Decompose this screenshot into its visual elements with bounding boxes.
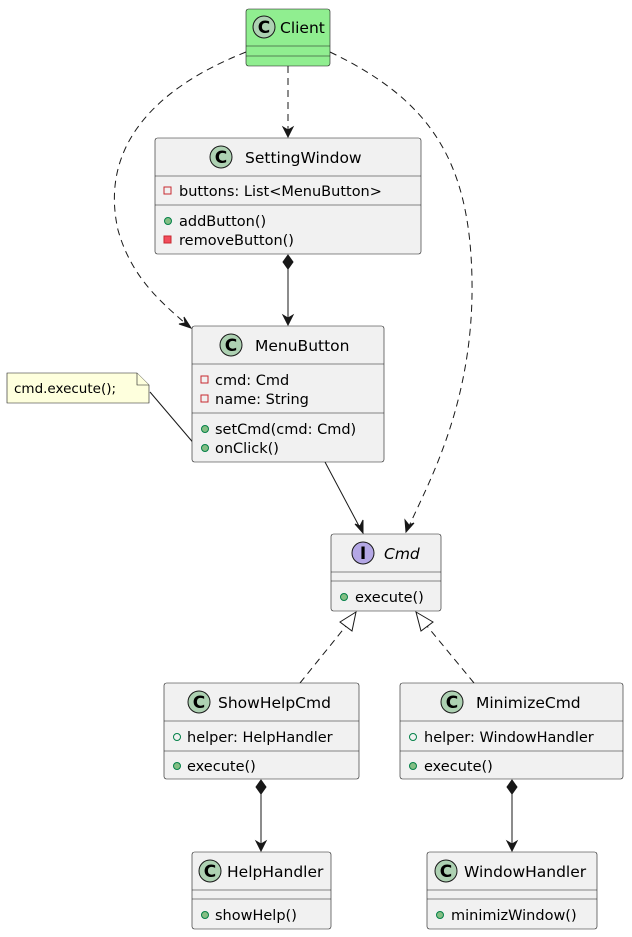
class-name: HelpHandler — [227, 863, 324, 881]
public-method-icon — [201, 425, 209, 433]
class-icon — [187, 690, 211, 714]
arrowhead-settingwindow — [281, 125, 295, 139]
class-icon-glyph: C — [204, 862, 216, 882]
public-method-icon — [436, 911, 444, 919]
interface-cmd: I Cmd execute() — [330, 533, 442, 612]
public-method-icon — [340, 593, 348, 601]
arrowhead-cmd-dep — [404, 518, 415, 534]
class-name: Cmd — [384, 545, 420, 563]
edge-minimizecmd-cmd — [426, 625, 475, 684]
interface-icon — [351, 541, 375, 565]
class-windowhandler: C WindowHandler minimizWindow() — [426, 851, 598, 930]
arrowhead-cmd-assoc — [354, 519, 364, 535]
method: execute() — [424, 759, 493, 775]
class-icon — [209, 145, 233, 169]
edges — [113, 51, 519, 853]
private-field-icon — [200, 375, 209, 384]
method: execute() — [187, 759, 256, 775]
arrowhead-menubutton — [281, 313, 295, 327]
public-field-icon — [173, 733, 181, 741]
field: helper: WindowHandler — [424, 730, 594, 746]
realization-triangle-right — [415, 610, 434, 632]
class-name: SettingWindow — [245, 149, 362, 167]
private-field-icon — [200, 394, 209, 403]
public-method-icon — [173, 762, 181, 770]
class-icon-glyph: C — [193, 693, 205, 713]
method: removeButton() — [179, 233, 294, 249]
edge-client-menubutton — [113, 51, 247, 325]
arrowhead-helphandler — [254, 839, 268, 853]
class-settingwindow: C SettingWindow buttons: List<MenuButton… — [154, 137, 422, 255]
method: showHelp() — [215, 908, 297, 924]
class-minimizecmd: C MinimizeCmd helper: WindowHandler exec… — [399, 682, 624, 780]
class-name: ShowHelpCmd — [218, 694, 331, 712]
edge-client-cmd — [329, 51, 473, 525]
method: addButton() — [179, 214, 266, 230]
class-icon-glyph: C — [446, 693, 458, 713]
note-fold — [136, 373, 149, 386]
class-icon — [252, 15, 276, 39]
class-icon-glyph: C — [215, 148, 227, 168]
realization-triangle-left — [339, 610, 357, 632]
class-icon — [198, 859, 222, 883]
public-method-icon — [164, 217, 172, 225]
class-client: C Client — [245, 8, 331, 67]
class-icon-glyph: C — [225, 336, 237, 356]
note-connector — [149, 391, 197, 447]
composition-diamond-settingwindow — [282, 254, 294, 270]
class-icon — [440, 690, 464, 714]
class-showhelpcmd: C ShowHelpCmd helper: HelpHandler execut… — [163, 682, 360, 780]
interface-icon-glyph: I — [360, 544, 366, 564]
note-shape — [6, 372, 150, 404]
class-icon — [434, 859, 458, 883]
arrowhead-menubutton-dep — [178, 316, 193, 329]
class-name: MenuButton — [255, 337, 349, 355]
class-name: Client — [280, 19, 325, 37]
composition-diamond-showhelpcmd — [255, 779, 267, 795]
class-box — [191, 851, 332, 930]
method: setCmd(cmd: Cmd) — [215, 422, 356, 438]
method: onClick() — [215, 441, 279, 457]
arrowhead-windowhandler — [505, 839, 519, 853]
class-box — [426, 851, 598, 930]
public-method-icon — [409, 762, 417, 770]
class-menubutton: C MenuButton cmd: Cmd name: String setCm… — [191, 325, 385, 463]
class-helphandler: C HelpHandler showHelp() — [191, 851, 332, 930]
class-icon-glyph: C — [440, 862, 452, 882]
private-field-icon — [163, 186, 172, 195]
note-text: cmd.execute(); — [14, 381, 116, 397]
field: helper: HelpHandler — [187, 730, 333, 746]
class-icon — [219, 333, 243, 357]
class-icon-glyph: C — [258, 18, 270, 38]
note-cmd-execute: cmd.execute(); — [6, 372, 150, 404]
edge-showhelpcmd-cmd — [299, 625, 347, 684]
private-method-icon — [163, 235, 172, 244]
composition-diamond-minimizecmd — [506, 779, 518, 795]
class-name: WindowHandler — [464, 863, 587, 881]
public-field-icon — [409, 733, 417, 741]
method: execute() — [355, 590, 424, 606]
class-box — [191, 325, 385, 463]
field: buttons: List<MenuButton> — [179, 184, 382, 200]
field: cmd: Cmd — [215, 373, 289, 389]
public-method-icon — [201, 444, 209, 452]
method: minimizWindow() — [451, 908, 577, 924]
class-box — [163, 682, 360, 780]
class-name: MinimizeCmd — [476, 694, 581, 712]
field: name: String — [215, 392, 309, 408]
public-method-icon — [201, 911, 209, 919]
edge-menubutton-cmd — [324, 461, 360, 527]
